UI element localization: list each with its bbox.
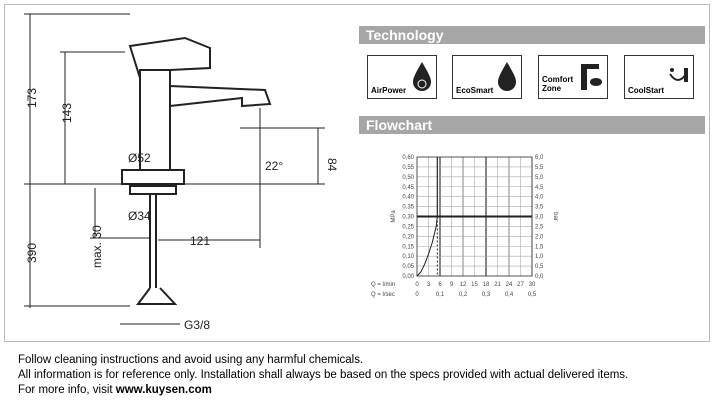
y-tick: 0,45: [402, 185, 414, 191]
x-tick-lsec: 0: [415, 292, 419, 298]
footer-info: For more info, visit www.kuysen.com: [18, 384, 212, 396]
dim-d34: Ø34: [128, 209, 151, 223]
y-tick: 0,20: [402, 234, 414, 240]
y2-tick: 1,0: [535, 254, 544, 260]
y-tick: 0,50: [402, 175, 414, 181]
dim-121: 121: [190, 234, 210, 248]
dim-390: 390: [25, 243, 39, 263]
dim-max-30: max. 30: [90, 225, 104, 268]
x-tick-lmin: 21: [494, 282, 501, 288]
x-tick-lmin: 3: [427, 282, 431, 288]
dim-143: 143: [60, 103, 74, 123]
tech-ecosmart: EcoSmart: [452, 55, 522, 99]
y-tick: 0,40: [402, 195, 414, 201]
y-tick: 0,10: [402, 254, 414, 260]
y2-tick: 3,5: [535, 205, 544, 211]
x-label-lmin: Q = l/min: [371, 282, 395, 288]
footer-disclaimer: All information is for reference only. I…: [18, 369, 629, 381]
x-tick-lsec: 0,2: [459, 292, 468, 298]
tech-coolstart: CoolStart: [624, 55, 694, 99]
leaf-drop-icon: [498, 62, 516, 91]
y2-tick: 4,5: [535, 185, 544, 191]
y2-label: bar: [552, 212, 558, 221]
technology-header: Technology: [359, 26, 705, 44]
footer-cleaning: Follow cleaning instructions and avoid u…: [18, 354, 364, 366]
dim-thread: G3/8: [184, 318, 210, 332]
website-link[interactable]: www.kuysen.com: [115, 384, 212, 396]
x-tick-lsec: 0,5: [528, 292, 537, 298]
cool-start-icon: [669, 68, 688, 82]
x-tick-lmin: 30: [529, 282, 536, 288]
flowchart-header: Flowchart: [359, 116, 705, 134]
dim-84: 84: [325, 158, 339, 172]
y2-tick: 5,0: [535, 175, 544, 181]
y-tick: 0,55: [402, 165, 414, 171]
y2-tick: 3,0: [535, 215, 544, 221]
tech-comfort-zone: Comfort Zone: [538, 55, 608, 99]
y-tick: 0,60: [402, 155, 414, 161]
air-drop-icon: [413, 62, 431, 91]
y-tick: 0,05: [402, 264, 414, 270]
x-tick-lmin: 24: [506, 282, 513, 288]
tech-airpower: AirPower: [367, 55, 437, 99]
y-tick: 0,00: [402, 274, 414, 280]
y2-tick: 1,5: [535, 244, 544, 250]
x-tick-lsec: 0,4: [505, 292, 514, 298]
faucet-drawing: 173 143 390 max. 30 Ø52 Ø34 121 22° 84 G…: [24, 13, 339, 332]
x-tick-lmin: 15: [471, 282, 478, 288]
y-label: MPa: [391, 210, 397, 223]
x-tick-lmin: 6: [438, 282, 442, 288]
spec-frame: [4, 4, 710, 342]
x-tick-lmin: 27: [517, 282, 524, 288]
y2-tick: 2,0: [535, 234, 544, 240]
flow-chart: 0 3 6 9 12 15 18 21 24 27 30 0 0,1 0,2 0,3 0,4 0,5 0,00 0,…: [371, 155, 558, 298]
x-tick-lmin: 9: [450, 282, 454, 288]
dim-angle: 22°: [265, 159, 283, 173]
x-tick-lmin: 0: [415, 282, 419, 288]
x-label-lsec: Q = l/sec: [371, 292, 395, 298]
dim-d52: Ø52: [128, 151, 151, 165]
x-tick-lsec: 0,1: [436, 292, 445, 298]
y-tick: 0,25: [402, 224, 414, 230]
dim-173: 173: [25, 88, 39, 108]
series-flow-line: [416, 216, 438, 277]
y2-tick: 2,5: [535, 224, 544, 230]
x-tick-lsec: 0,3: [482, 292, 491, 298]
x-tick-lmin: 18: [483, 282, 490, 288]
y-tick: 0,30: [402, 215, 414, 221]
y2-tick: 6,0: [535, 155, 544, 161]
x-tick-lmin: 12: [460, 282, 467, 288]
faucet-hand-icon: [581, 64, 602, 90]
y2-tick: 0,0: [535, 274, 544, 280]
y2-tick: 4,0: [535, 195, 544, 201]
y-tick: 0,15: [402, 244, 414, 250]
y-tick: 0,35: [402, 205, 414, 211]
y2-tick: 5,5: [535, 165, 544, 171]
y2-tick: 0,5: [535, 264, 544, 270]
